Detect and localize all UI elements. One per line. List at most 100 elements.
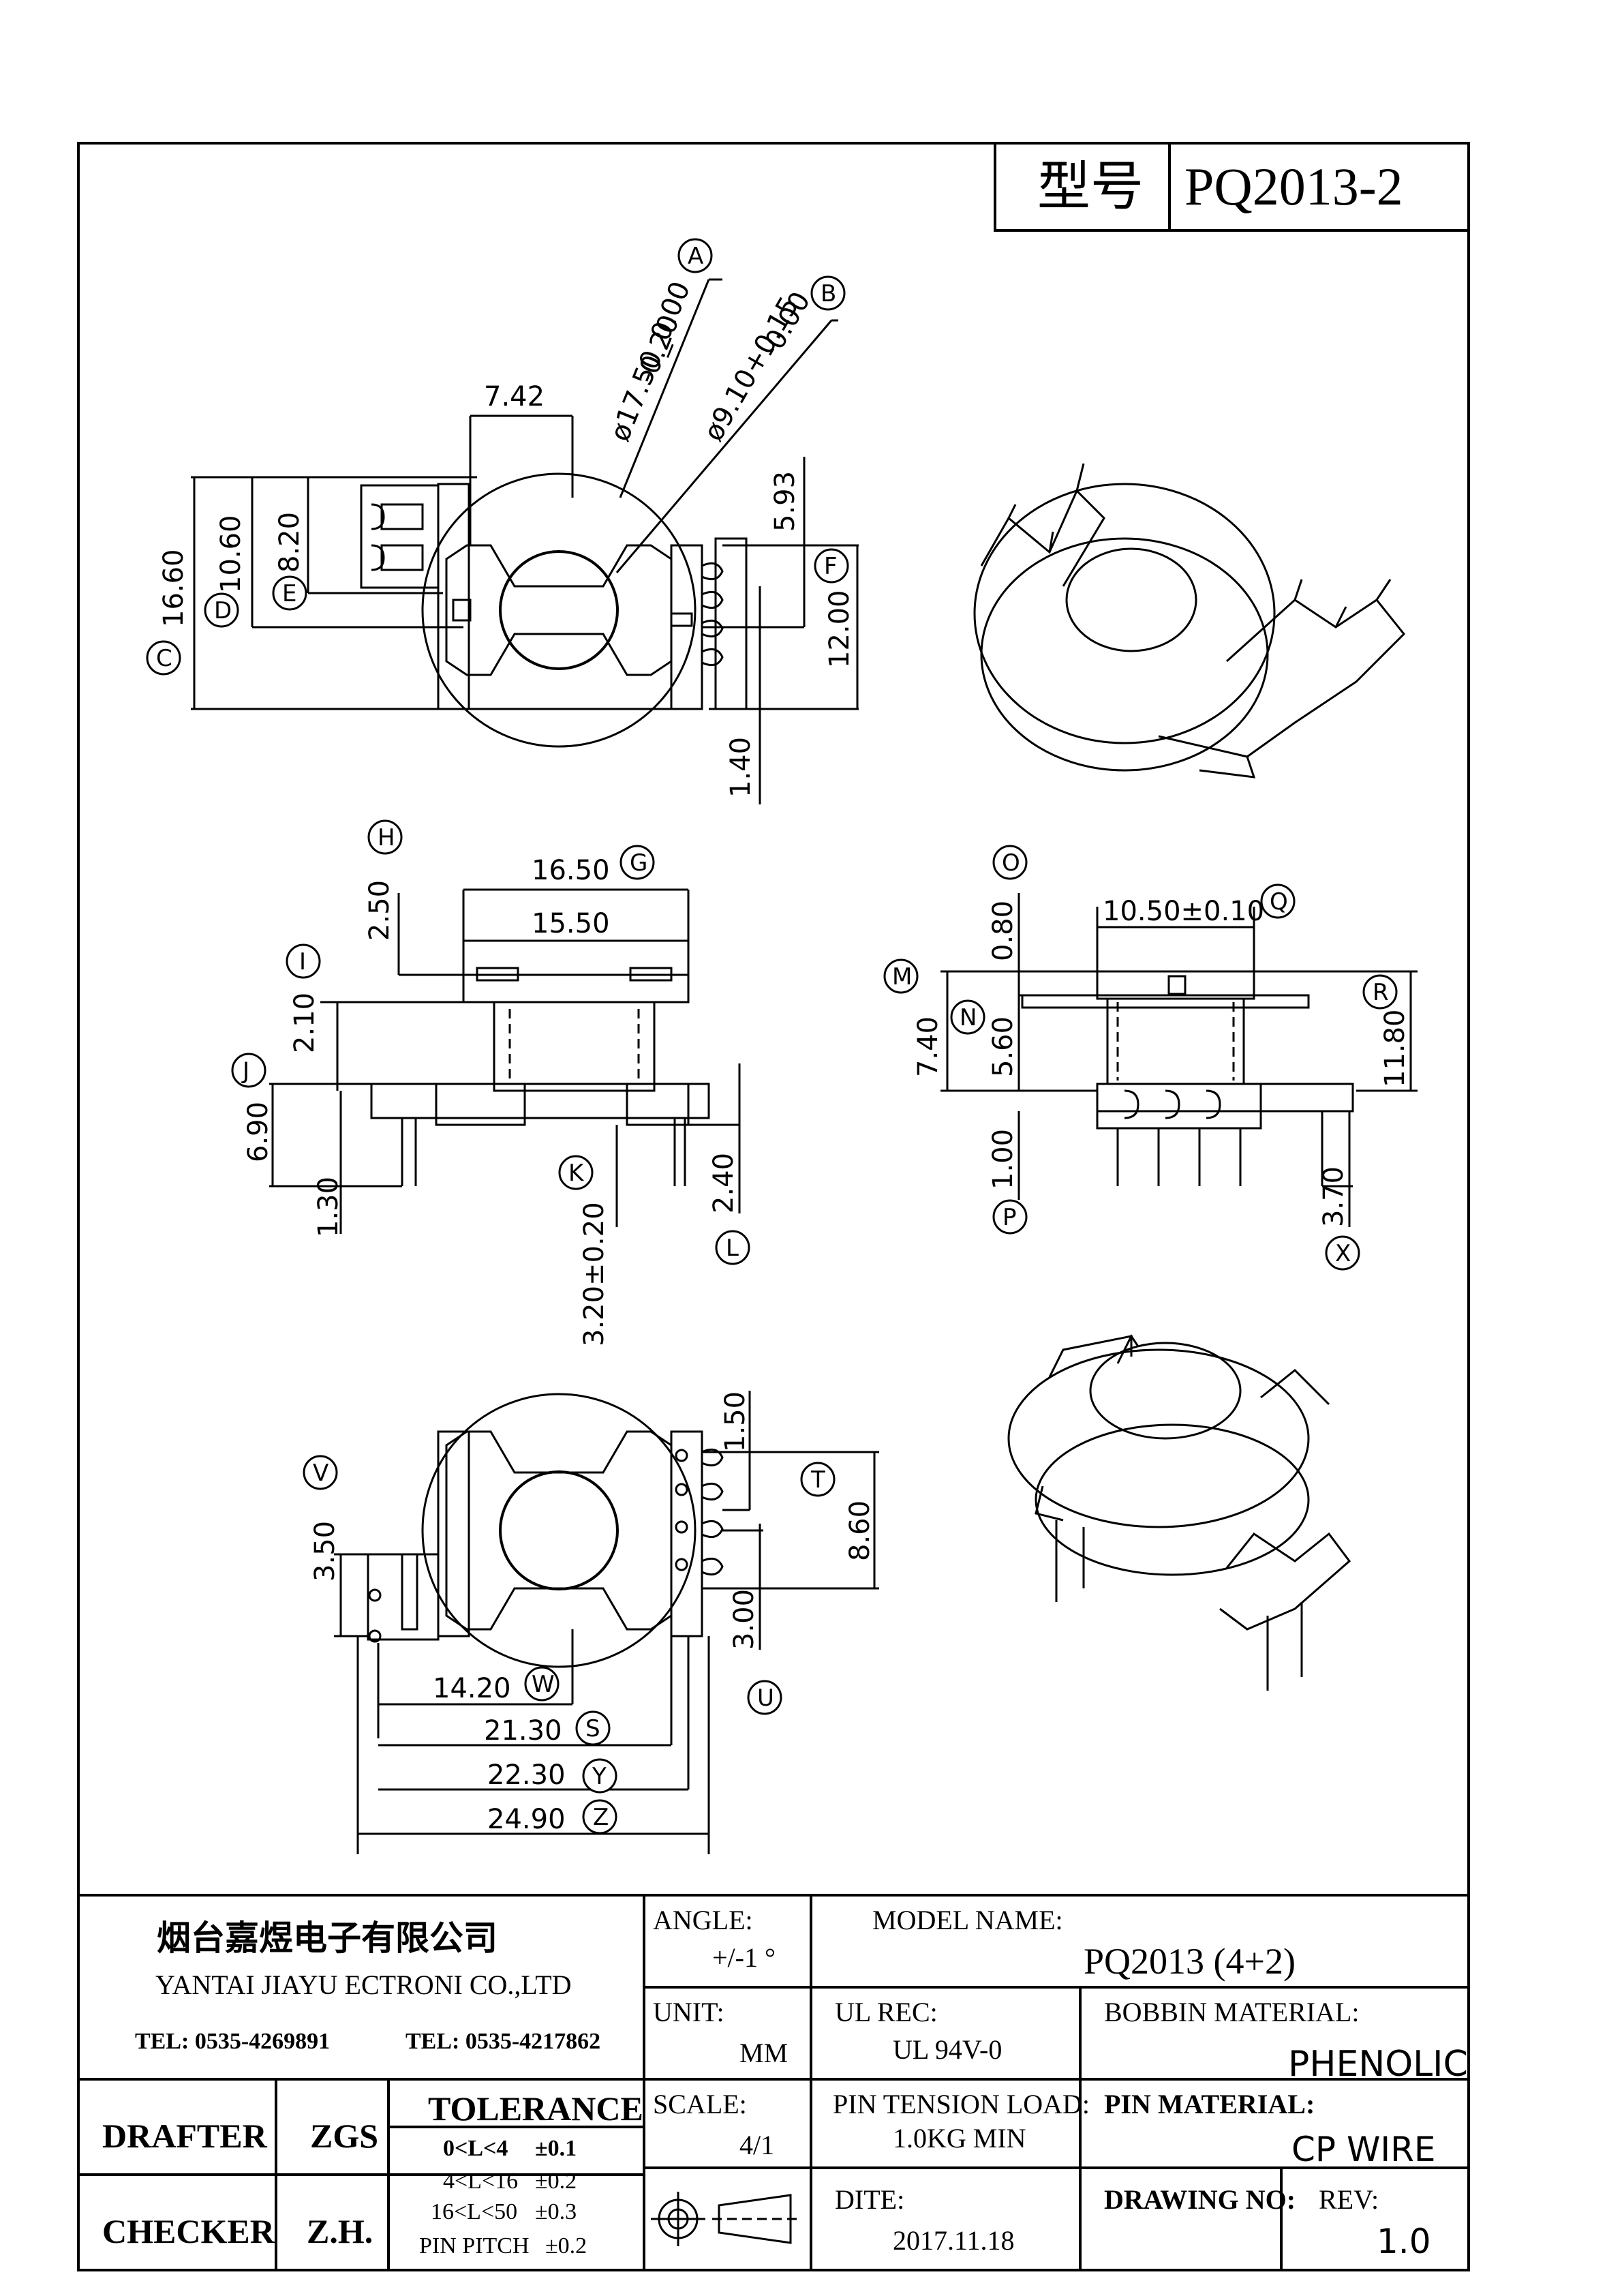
dim-8-20: 8.20	[274, 512, 305, 573]
side-view-bubbles: O Q M N R P X	[883, 845, 1398, 1271]
tol-range-3: 16<L<50	[431, 2199, 517, 2224]
drawing-no-label: DRAWING NO:	[1104, 2184, 1296, 2215]
top-view-dimension-texts: 7.42 ø17.50_0.00 -0.20 ø9.10+0.15 -0.00 …	[158, 277, 855, 798]
front-view-dimension-texts: 16.50 15.50 2.50 2.10 6.90 1.30 3.20±0.2…	[243, 855, 739, 1346]
dim-10-50: 10.50±0.10	[1103, 896, 1264, 927]
dim-8-60: 8.60	[844, 1500, 876, 1561]
label-c: C	[156, 645, 172, 672]
dim-24-90: 24.90	[487, 1804, 566, 1835]
label-l: L	[726, 1235, 739, 1262]
dim-22-30: 22.30	[487, 1759, 566, 1791]
top-view-bubbles: A B C D E F	[146, 238, 849, 676]
drafter-value: ZGS	[310, 2117, 378, 2155]
dim-5-60: 5.60	[988, 1016, 1019, 1077]
winding-core	[493, 1001, 656, 1092]
pin-pitch-value: ±0.2	[545, 2233, 587, 2259]
dim-2-40: 2.40	[708, 1153, 739, 1213]
bobbin-body-outline	[445, 544, 673, 676]
angle-label: ANGLE:	[653, 1905, 753, 1935]
dim-2-50: 2.50	[364, 880, 395, 941]
bottom-view	[334, 1391, 879, 1854]
flange-circle	[421, 472, 697, 748]
dim-3-20: 3.20±0.20	[579, 1202, 610, 1346]
bottom-flange-circle	[421, 1393, 697, 1668]
label-y: Y	[592, 1763, 607, 1790]
dim-1-00: 1.00	[988, 1129, 1019, 1190]
bobbin-material-label: BOBBIN MATERIAL:	[1104, 1997, 1359, 2027]
drafter-label: DRAFTER	[102, 2117, 268, 2155]
label-o: O	[1002, 849, 1020, 877]
dim-0-80: 0.80	[988, 901, 1019, 961]
tolerance-label: TOLERANCE	[428, 2089, 643, 2128]
rev-value: 1.0	[1377, 2222, 1431, 2261]
label-g: G	[630, 849, 647, 877]
model-number: PQ2013-2	[1184, 157, 1403, 216]
dim-16-60: 16.60	[158, 549, 189, 627]
title-block	[78, 1894, 1469, 2270]
dim-21-30: 21.30	[484, 1715, 562, 1747]
dim-3-50: 3.50	[309, 1521, 341, 1582]
side-view	[940, 893, 1418, 1227]
pin-pitch-label: PIN PITCH	[419, 2233, 530, 2259]
dim-5-93: 5.93	[769, 471, 801, 532]
label-w: W	[532, 1671, 555, 1698]
sheet-border	[77, 142, 1470, 2271]
tol-value-3: ±0.3	[535, 2199, 577, 2224]
left-pin-rail	[437, 483, 470, 710]
label-n: N	[960, 1004, 977, 1031]
bottom-flange	[370, 1083, 710, 1119]
top-view	[191, 278, 859, 804]
unit-value: MM	[739, 2038, 788, 2068]
pin-tension-value: 1.0KG MIN	[893, 2123, 1026, 2154]
side-base	[1096, 1083, 1354, 1113]
pin-material-value: CP WIRE	[1291, 2130, 1435, 2169]
bottom-center-bore	[499, 1470, 619, 1590]
dim-7-40: 7.40	[913, 1016, 944, 1077]
label-t: T	[810, 1466, 825, 1494]
top-flange	[462, 973, 690, 1003]
dim-1-50: 1.50	[720, 1391, 751, 1452]
company-name-en: YANTAI JIAYU ECTRONI CO.,LTD	[155, 1969, 572, 2000]
dim-7-42: 7.42	[484, 381, 545, 412]
bobbin-material-value: PHENOLIC	[1288, 2044, 1468, 2085]
ul-rec-value: UL 94V-0	[893, 2034, 1002, 2065]
label-h: H	[378, 824, 395, 851]
label-m: M	[892, 963, 912, 991]
scale-value: 4/1	[739, 2130, 774, 2160]
label-s: S	[585, 1715, 600, 1742]
tol-range-2: 4<L<16	[443, 2169, 518, 2194]
label-v: V	[313, 1460, 328, 1487]
label-e: E	[282, 580, 296, 607]
label-d: D	[214, 597, 232, 624]
model-title-box: 型号 PQ2013-2	[994, 142, 1470, 232]
label-q: Q	[1270, 888, 1288, 916]
model-name-label: MODEL NAME:	[872, 1905, 1063, 1935]
label-a: A	[688, 243, 703, 270]
label-b: B	[821, 280, 836, 307]
bottom-view-dimension-texts: 1.50 8.60 3.50 3.00 14.20 21.30 22.30 24…	[309, 1391, 876, 1835]
model-label: 型号	[1037, 157, 1144, 216]
dim-1-40: 1.40	[725, 737, 756, 798]
company-name-cn: 烟台嘉煜电子有限公司	[157, 1919, 498, 1957]
isometric-view-bottom	[1007, 1334, 1351, 1691]
side-core	[1106, 997, 1245, 1085]
dim-11-80: 11.80	[1379, 1009, 1411, 1087]
checker-label: CHECKER	[102, 2212, 275, 2250]
front-view	[269, 888, 741, 1234]
label-r: R	[1373, 979, 1389, 1006]
dim-14-20: 14.20	[433, 1673, 511, 1704]
label-k: K	[568, 1160, 585, 1187]
model-name-value: PQ2013 (4+2)	[1084, 1941, 1296, 1982]
dim-3-70: 3.70	[1318, 1166, 1349, 1227]
label-p: P	[1003, 1204, 1017, 1231]
dim-16-50: 16.50	[532, 855, 610, 886]
title-block-texts: 烟台嘉煜电子有限公司 YANTAI JIAYU ECTRONI CO.,LTD …	[102, 1905, 1468, 2261]
unit-label: UNIT:	[653, 1997, 724, 2027]
tol-value-1: ±0.1	[535, 2136, 577, 2161]
dim-12-00: 12.00	[824, 590, 855, 668]
center-bore	[499, 550, 619, 670]
right-pin-rail	[670, 544, 703, 710]
rev-label: REV:	[1319, 2184, 1379, 2215]
pin-material-label: PIN MATERIAL:	[1104, 2089, 1315, 2119]
label-j: J	[241, 1057, 249, 1085]
